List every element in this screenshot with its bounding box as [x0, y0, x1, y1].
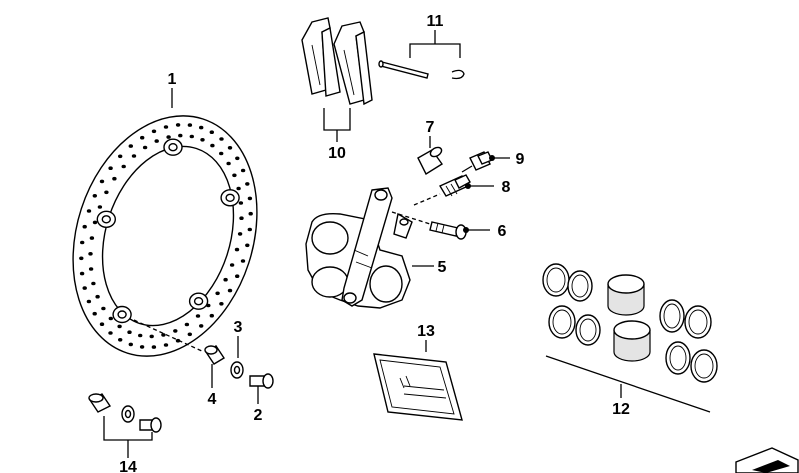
bleed-valve: [461, 151, 493, 173]
caliper-seal-kit: [542, 263, 718, 383]
label-2: 2: [254, 407, 263, 424]
label-13: 13: [417, 323, 435, 340]
leader-lines: [103, 30, 622, 458]
pad-pin-and-clip: [378, 60, 465, 80]
label-11: 11: [427, 13, 444, 30]
label-14: 14: [119, 459, 137, 473]
label-3: 3: [234, 319, 243, 336]
label-10: 10: [328, 145, 346, 162]
disc-mounting-lugs: [96, 138, 240, 324]
bleed-valve-cap: [417, 146, 444, 176]
brake-disc: [72, 115, 258, 357]
instruction-sheet: [373, 353, 463, 421]
brake-pads: [301, 17, 373, 106]
label-5: 5: [438, 259, 447, 276]
corner-arrow-logo: [735, 447, 799, 473]
label-7: 7: [426, 119, 435, 136]
disc-fastener-set: [204, 345, 274, 389]
lower-fastener-set: [88, 393, 162, 433]
label-8: 8: [502, 179, 511, 196]
label-9: 9: [516, 151, 525, 168]
label-4: 4: [208, 391, 217, 408]
brake-caliper: [305, 187, 413, 309]
label-1: 1: [168, 71, 177, 88]
label-12: 12: [612, 401, 630, 418]
adapter-screw: [438, 174, 471, 197]
caliper-bolt: [429, 221, 467, 240]
disc-holes: [79, 123, 253, 349]
label-6: 6: [498, 223, 507, 240]
